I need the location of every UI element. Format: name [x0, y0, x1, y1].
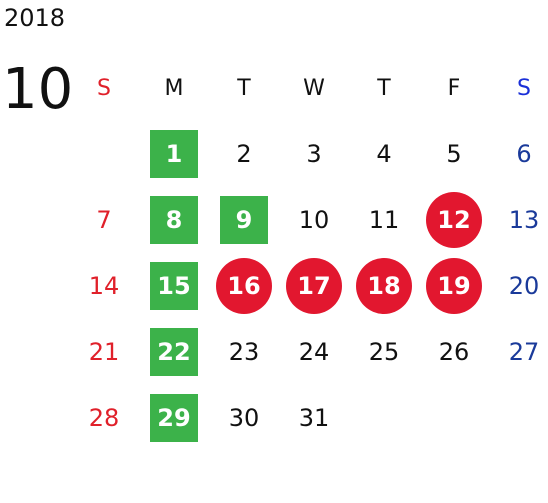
calendar-day-cell[interactable]: 2 — [209, 121, 279, 187]
calendar-day-cell[interactable]: 7 — [69, 187, 139, 253]
calendar-day-number: 30 — [228, 404, 260, 432]
calendar-day-cell[interactable]: 28 — [69, 385, 139, 451]
calendar-day-number: 26 — [438, 338, 470, 366]
calendar-day-number: 12 — [426, 192, 482, 248]
calendar-day-number: 5 — [446, 140, 462, 168]
calendar-day-cell[interactable]: 11 — [349, 187, 419, 253]
calendar-day-number: 21 — [88, 338, 120, 366]
calendar-day-cell[interactable]: 8 — [139, 187, 209, 253]
calendar-day-number: 15 — [150, 262, 198, 310]
calendar-day-cell[interactable]: 31 — [279, 385, 349, 451]
calendar-day-number: 19 — [426, 258, 482, 314]
calendar-day-number: 17 — [286, 258, 342, 314]
calendar-day-cell[interactable]: 20 — [489, 253, 548, 319]
weekday-header-tuesday: T — [237, 75, 251, 101]
calendar-day-number: 2 — [236, 140, 252, 168]
calendar-day-cell[interactable]: 26 — [419, 319, 489, 385]
calendar-day-number: 6 — [516, 140, 532, 168]
calendar-day-number: 11 — [368, 206, 400, 234]
calendar-day-number: 1 — [150, 130, 198, 178]
calendar-day-number: 10 — [298, 206, 330, 234]
calendar-day-cell[interactable]: 29 — [139, 385, 209, 451]
calendar-day-number: 8 — [150, 196, 198, 244]
calendar-day-cell[interactable]: 5 — [419, 121, 489, 187]
calendar-day-number: 22 — [150, 328, 198, 376]
calendar-day-cell[interactable]: 25 — [349, 319, 419, 385]
calendar-day-number: 28 — [88, 404, 120, 432]
calendar-day-cell[interactable]: 27 — [489, 319, 548, 385]
calendar-day-number: 3 — [306, 140, 322, 168]
calendar-day-cell[interactable]: 17 — [279, 253, 349, 319]
calendar-day-number: 9 — [220, 196, 268, 244]
weekday-header-wednesday: W — [303, 75, 325, 101]
calendar-day-cell[interactable]: 15 — [139, 253, 209, 319]
calendar-day-number: 24 — [298, 338, 330, 366]
calendar-day-cell[interactable]: 22 — [139, 319, 209, 385]
calendar-day-cell[interactable]: 19 — [419, 253, 489, 319]
calendar-day-cell[interactable]: 6 — [489, 121, 548, 187]
calendar-month: 10 — [2, 57, 74, 122]
calendar-day-number: 16 — [216, 258, 272, 314]
calendar-day-cell[interactable]: 21 — [69, 319, 139, 385]
calendar-day-cell[interactable]: 3 — [279, 121, 349, 187]
calendar-day-cell[interactable]: 16 — [209, 253, 279, 319]
calendar-day-number: 14 — [88, 272, 120, 300]
calendar-day-cell[interactable]: 14 — [69, 253, 139, 319]
calendar-day-cell[interactable]: 18 — [349, 253, 419, 319]
calendar-day-number: 31 — [298, 404, 330, 432]
calendar-day-cell[interactable]: 30 — [209, 385, 279, 451]
weekday-header-saturday: S — [517, 75, 531, 101]
calendar-day-cell[interactable]: 24 — [279, 319, 349, 385]
weekday-header-thursday: T — [377, 75, 391, 101]
calendar-year: 2018 — [4, 4, 66, 32]
calendar-day-cell[interactable]: 10 — [279, 187, 349, 253]
calendar-day-number: 29 — [150, 394, 198, 442]
weekday-header-sunday: S — [97, 75, 111, 101]
calendar-day-number: 13 — [508, 206, 540, 234]
calendar-day-number: 7 — [96, 206, 112, 234]
calendar-day-cell[interactable]: 1 — [139, 121, 209, 187]
calendar-day-cell[interactable]: 12 — [419, 187, 489, 253]
calendar-day-cell[interactable]: 23 — [209, 319, 279, 385]
calendar-day-number: 4 — [376, 140, 392, 168]
calendar-empty-cell — [69, 121, 139, 187]
calendar-day-number: 23 — [228, 338, 260, 366]
calendar-day-cell[interactable]: 13 — [489, 187, 548, 253]
calendar-day-number: 18 — [356, 258, 412, 314]
calendar-day-cell[interactable]: 4 — [349, 121, 419, 187]
calendar-day-number: 27 — [508, 338, 540, 366]
calendar-day-cell[interactable]: 9 — [209, 187, 279, 253]
calendar-day-number: 20 — [508, 272, 540, 300]
calendar-day-number: 25 — [368, 338, 400, 366]
weekday-header-friday: F — [447, 75, 461, 101]
weekday-header-monday: M — [164, 75, 184, 101]
